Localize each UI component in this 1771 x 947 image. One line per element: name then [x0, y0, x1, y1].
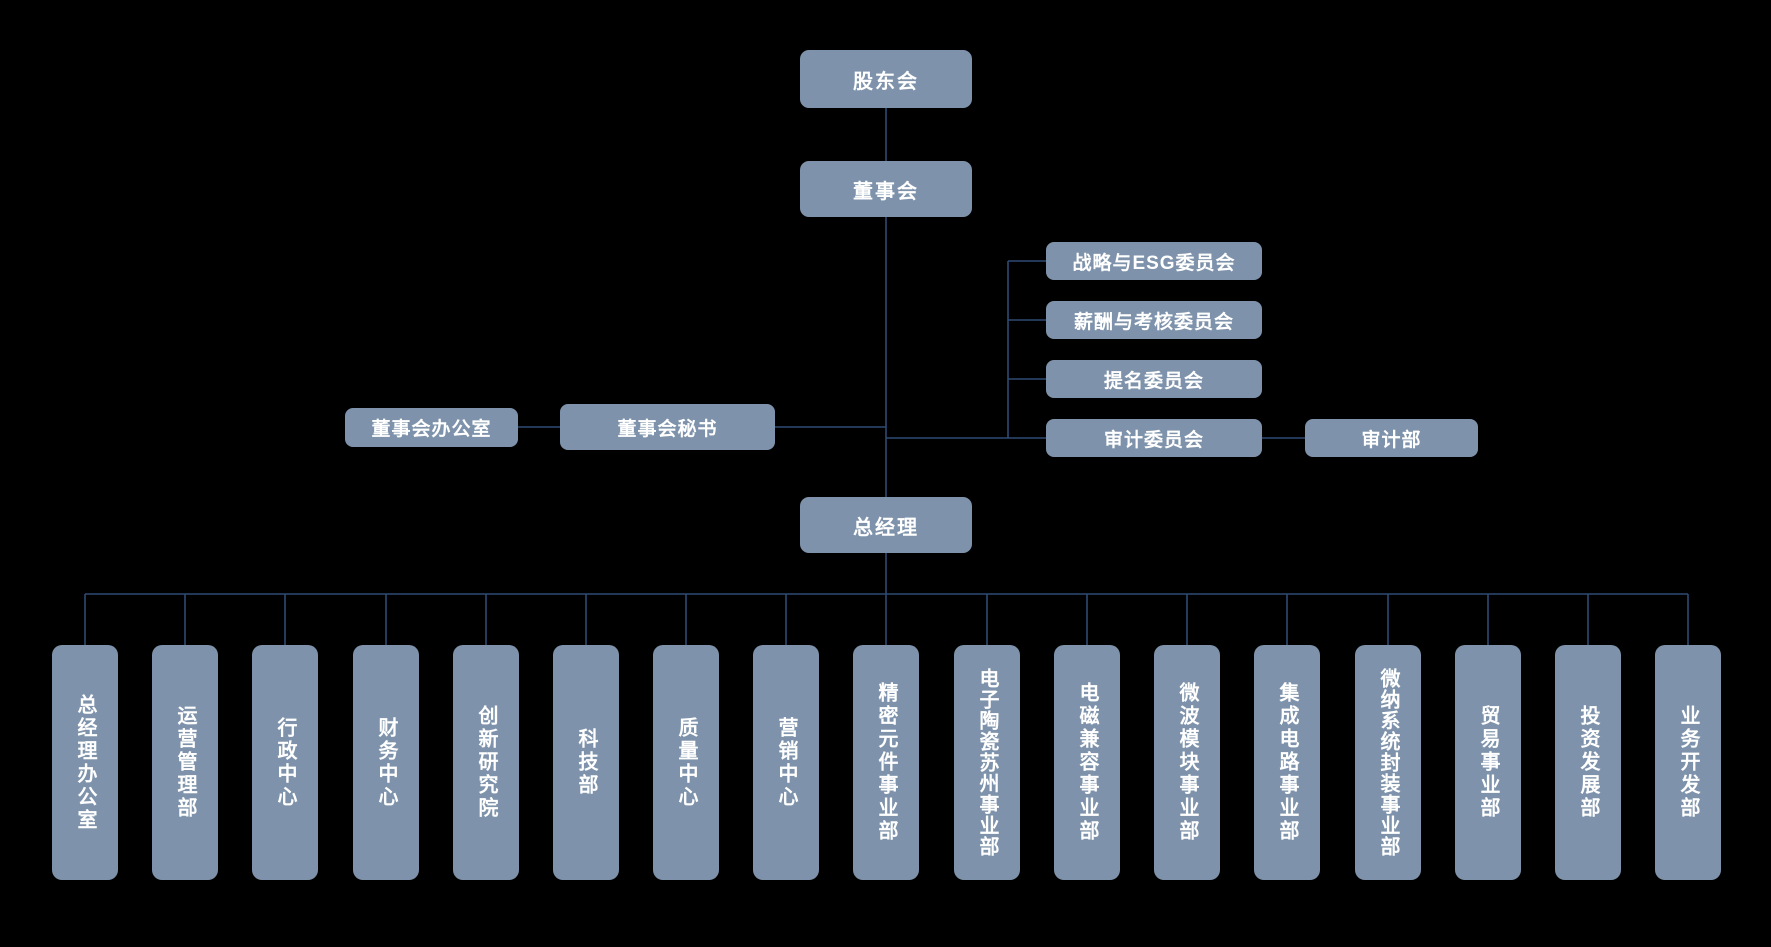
dept-node: 总经理办公室: [52, 645, 118, 880]
dept-node: 创新研究院: [453, 645, 519, 880]
dept-node: 投资发展部: [1555, 645, 1621, 880]
node-board-office: 董事会办公室: [345, 408, 518, 447]
dept-node: 业务开发部: [1655, 645, 1721, 880]
dept-node: 微纳系统封装事业部: [1355, 645, 1421, 880]
dept-node: 运营管理部: [152, 645, 218, 880]
dept-node: 电子陶瓷苏州事业部: [954, 645, 1020, 880]
dept-node: 微波模块事业部: [1154, 645, 1220, 880]
dept-node: 科技部: [553, 645, 619, 880]
dept-node: 营销中心: [753, 645, 819, 880]
node-board-secretary: 董事会秘书: [560, 404, 775, 450]
dept-node: 行政中心: [252, 645, 318, 880]
committee-node: 审计委员会: [1046, 419, 1262, 457]
committee-node: 战略与ESG委员会: [1046, 242, 1262, 280]
node-general-manager: 总经理: [800, 497, 972, 553]
dept-node: 电磁兼容事业部: [1054, 645, 1120, 880]
dept-node: 贸易事业部: [1455, 645, 1521, 880]
node-shareholders: 股东会: [800, 50, 972, 108]
node-board: 董事会: [800, 161, 972, 217]
dept-node: 财务中心: [353, 645, 419, 880]
committee-node: 薪酬与考核委员会: [1046, 301, 1262, 339]
node-audit-dept: 审计部: [1305, 419, 1478, 457]
dept-node: 质量中心: [653, 645, 719, 880]
dept-node: 精密元件事业部: [853, 645, 919, 880]
committee-node: 提名委员会: [1046, 360, 1262, 398]
dept-node: 集成电路事业部: [1254, 645, 1320, 880]
